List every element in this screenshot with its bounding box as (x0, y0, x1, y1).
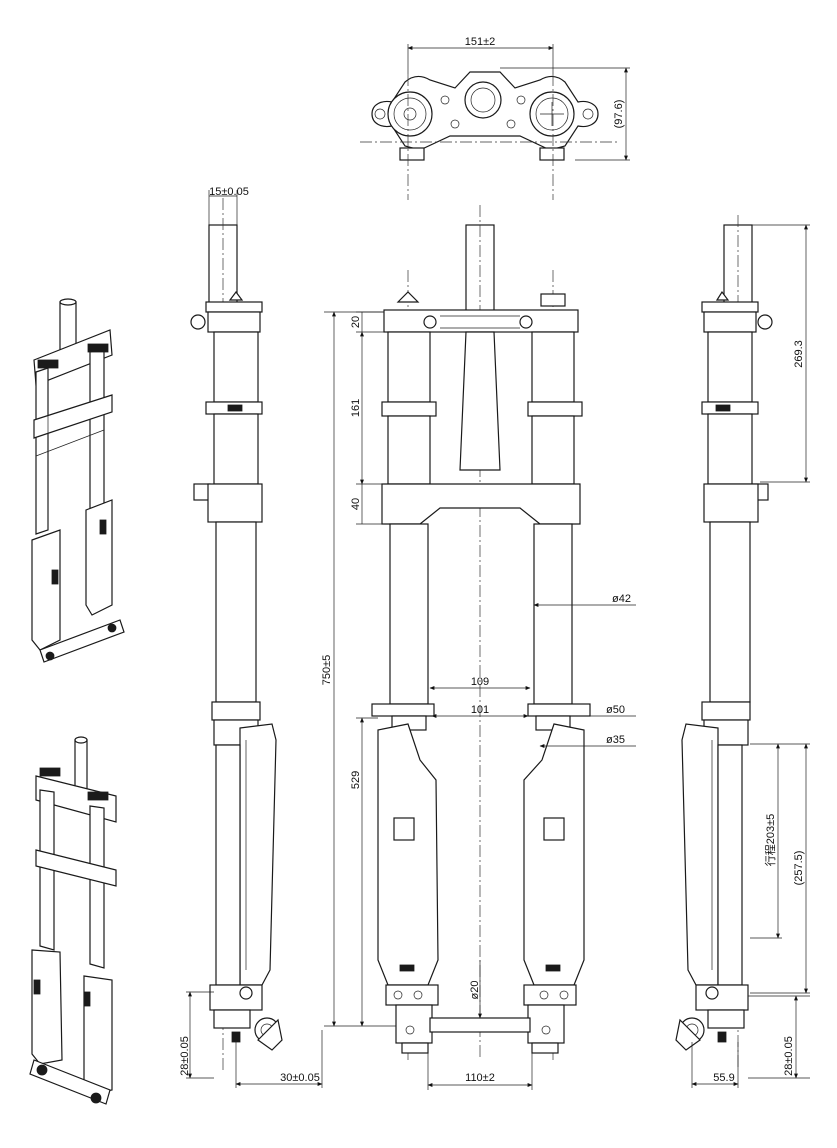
left-side-view: 15±0.05 28±0.05 30±0.05 (179, 186, 323, 1088)
dim-side-offset: 55.9 (713, 1072, 734, 1084)
dim-travel-total: (257.5) (793, 851, 805, 886)
dim-axle-diameter: ø20 (469, 981, 481, 1000)
dim-axle-offset: 30±0.05 (280, 1072, 320, 1084)
isometric-view-lower (29, 736, 117, 1105)
dim-stanchion-offset: 15±0.05 (209, 186, 249, 198)
dim-top-depth: (97.6) (613, 100, 625, 129)
dim-overall-length: 750±5 (321, 655, 333, 686)
dim-stanchion-diameter: ø42 (612, 593, 631, 605)
dim-left-axle-height: 28±0.05 (179, 1036, 191, 1076)
top-crown-view: 151±2 (97.6) (360, 36, 630, 200)
dim-lower-leg: 529 (350, 771, 362, 789)
dim-clamp-diameter: ø50 (606, 704, 625, 716)
dim-spacing-109: 109 (471, 676, 489, 688)
dim-lower-crown: 40 (350, 498, 362, 510)
right-side-view: 269.3 行程203±5 (257.5) 28±0.05 55.9 (675, 215, 810, 1088)
dim-upper-crown: 20 (350, 316, 362, 328)
dim-steerer-length: 269.3 (793, 340, 805, 368)
dim-right-axle-height: 28±0.05 (783, 1036, 795, 1076)
dim-travel: 行程203±5 (764, 814, 777, 867)
dim-lower-diameter: ø35 (606, 734, 625, 746)
front-view: 750±5 20 161 40 529 ø42 109 101 ø50 ø35 … (321, 205, 636, 1090)
dim-axle-width: 110±2 (465, 1072, 495, 1084)
dim-crown-gap: 161 (350, 399, 362, 417)
dim-top-width: 151±2 (465, 36, 496, 48)
isometric-view-upper (31, 298, 125, 663)
dim-spacing-101: 101 (471, 704, 489, 716)
